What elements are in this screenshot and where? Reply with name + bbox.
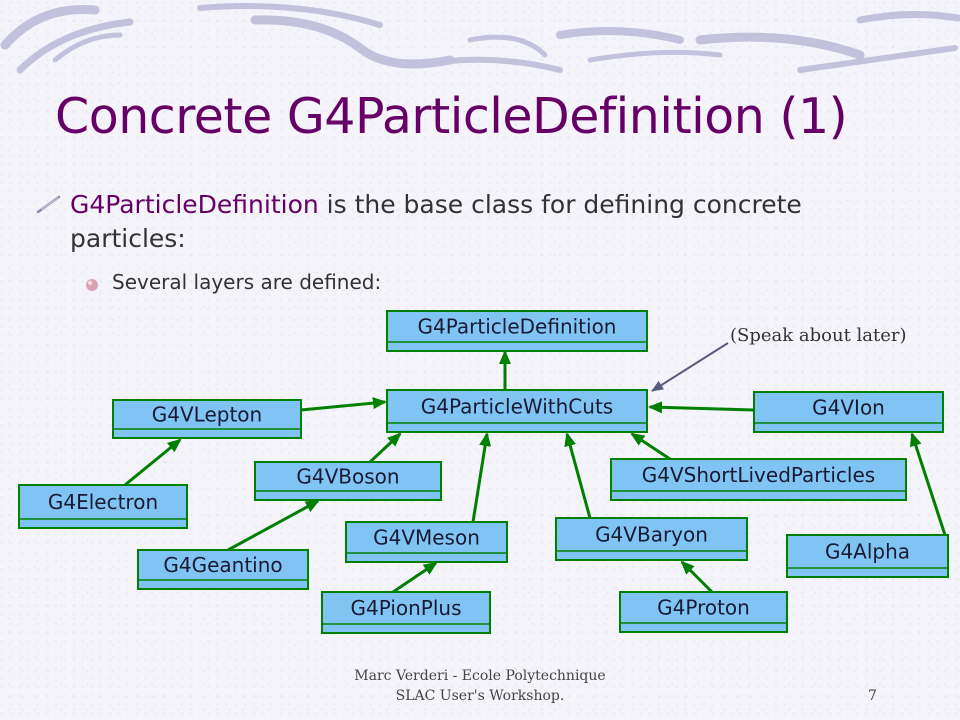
class-box-label: G4ParticleDefinition [418, 315, 617, 339]
class-box-rect [137, 549, 309, 590]
class-box-label: G4VBoson [296, 465, 399, 489]
class-box-g4particledefinition: G4ParticleDefinition [386, 310, 648, 352]
class-box-rect [619, 591, 788, 633]
class-box-rect [386, 389, 648, 433]
quill-bullet-icon [36, 195, 61, 214]
class-box-g4alpha: G4Alpha [786, 534, 949, 578]
class-box-g4vmeson: G4VMeson [345, 521, 508, 563]
class-box-label: G4ParticleWithCuts [421, 395, 613, 419]
class-box-rect [112, 399, 302, 439]
class-boxes: G4ParticleDefinitionG4ParticleWithCutsG4… [18, 310, 949, 634]
note-text: (Speak about later) [730, 325, 907, 346]
class-box-g4vlepton: G4VLepton [112, 399, 302, 439]
class-box-label: G4VIon [812, 396, 885, 420]
class-box-g4electron: G4Electron [18, 484, 188, 529]
footer-event: SLAC User's Workshop. [395, 688, 565, 704]
pink-dot-bullet-icon [86, 279, 98, 291]
class-box-label: G4VMeson [373, 526, 480, 550]
bullet-1-text: G4ParticleDefinition is the base class f… [70, 188, 910, 256]
class-name-highlight: G4ParticleDefinition [70, 190, 319, 219]
class-box-g4vshortlivedparticles: G4VShortLivedParticles [610, 458, 907, 501]
slide-title: Concrete G4ParticleDefinition (1) [55, 88, 848, 145]
footer-author: Marc Verderi - Ecole Polytechnique [354, 668, 606, 684]
class-box-rect [555, 517, 748, 561]
class-box-label: G4VBaryon [595, 523, 708, 547]
class-box-g4pionplus: G4PionPlus [321, 591, 491, 634]
inheritance-arrow [227, 499, 320, 552]
class-box-rect [321, 591, 491, 634]
speak-about-later-note: (Speak about later) [730, 325, 907, 346]
inheritance-arrow [300, 397, 387, 412]
bullet-2-text: Several layers are defined: [112, 270, 382, 294]
class-box-rect [254, 461, 442, 501]
class-box-rect [610, 458, 907, 501]
class-box-g4vion: G4VIon [753, 391, 944, 433]
inheritance-arrow [680, 560, 714, 594]
class-box-g4geantino: G4Geantino [137, 549, 309, 590]
class-box-rect [18, 484, 188, 529]
inheritance-arrow [392, 561, 438, 594]
class-box-g4proton: G4Proton [619, 591, 788, 633]
class-box-label: G4VLepton [152, 403, 262, 427]
inheritance-arrow [648, 401, 755, 414]
inheritance-arrow [910, 432, 947, 536]
class-box-label: G4Geantino [163, 553, 282, 577]
class-box-rect [753, 391, 944, 433]
class-box-g4vbaryon: G4VBaryon [555, 517, 748, 561]
class-box-rect [345, 521, 508, 563]
bullet-1-rest: is the base class for defining concrete … [70, 190, 802, 253]
page-number: 7 [868, 688, 877, 704]
class-box-g4particlewithcuts: G4ParticleWithCuts [386, 389, 648, 433]
inheritance-arrow [471, 432, 492, 523]
inheritance-arrows [124, 342, 947, 594]
inheritance-arrow [630, 432, 671, 461]
note-pointer-arrow [651, 342, 729, 392]
inheritance-arrow [124, 438, 182, 487]
inheritance-arrow [564, 432, 592, 519]
class-box-rect [786, 534, 949, 578]
class-box-label: G4Proton [657, 596, 750, 620]
class-box-rect [386, 310, 648, 352]
class-box-label: G4VShortLivedParticles [642, 463, 875, 487]
class-box-label: G4PionPlus [350, 596, 461, 620]
inheritance-arrow [368, 432, 402, 464]
class-box-g4vboson: G4VBoson [254, 461, 442, 501]
decorative-brush-strokes [0, 3, 960, 74]
class-box-label: G4Electron [48, 490, 158, 514]
class-box-label: G4Alpha [825, 540, 910, 564]
